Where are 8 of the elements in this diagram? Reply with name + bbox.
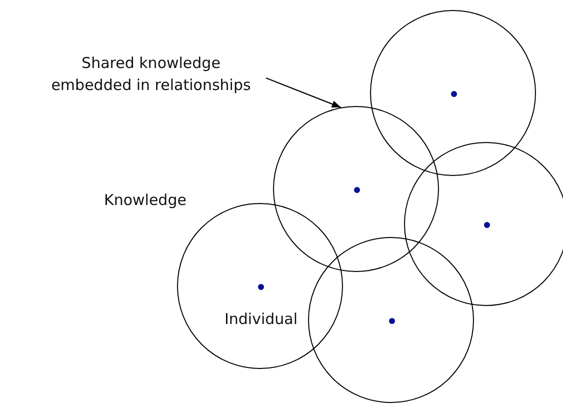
- callout-text: Shared knowledge embedded in relationships: [50, 53, 252, 96]
- text-label: Knowledge: [104, 190, 186, 211]
- circle: [370, 10, 536, 176]
- circle: [404, 142, 563, 306]
- circle: [308, 237, 474, 403]
- circle-label: Individual: [223, 309, 299, 330]
- arrow: [266, 77, 342, 108]
- circle: [273, 106, 439, 272]
